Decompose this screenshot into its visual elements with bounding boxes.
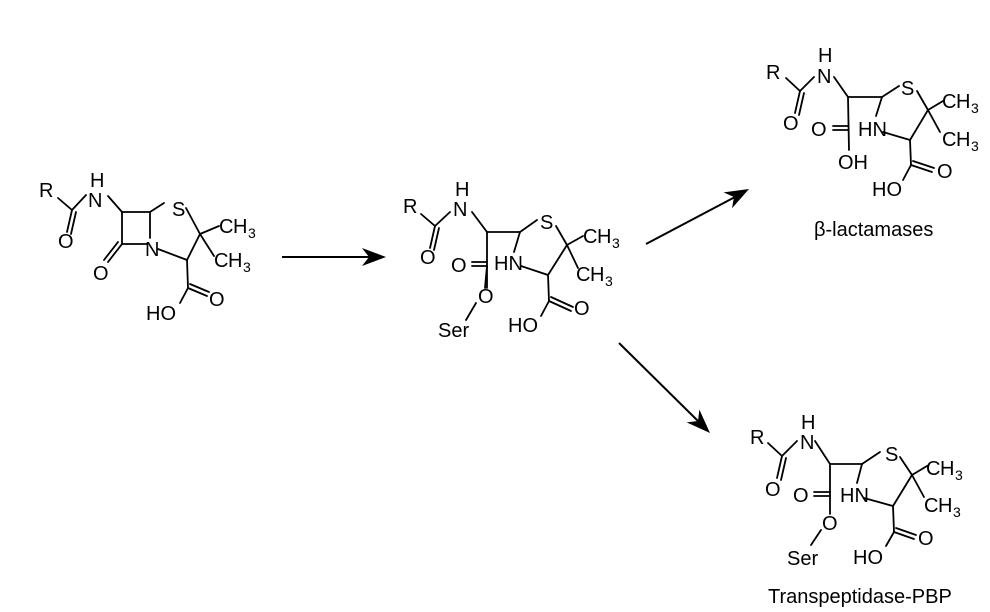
- atom-ho: HO: [146, 303, 176, 325]
- atom-o: O: [574, 298, 590, 320]
- atom-h: H: [956, 129, 970, 151]
- atom-hn: HN: [494, 253, 523, 275]
- atom-h: H: [938, 495, 952, 517]
- subscript-3: 3: [605, 273, 613, 289]
- atom-n: N: [88, 190, 102, 212]
- intermediate-labels: R H N O O S C H 3 HN C H 3 O O HO Ser: [403, 179, 620, 342]
- atom-c: C: [214, 250, 228, 272]
- atom-h: H: [233, 216, 247, 238]
- subscript-3: 3: [955, 467, 963, 483]
- atom-c: C: [942, 129, 956, 151]
- atom-s: S: [540, 212, 553, 234]
- atom-ho: HO: [853, 547, 883, 569]
- atom-o: O: [93, 263, 109, 285]
- hydrolysed-product-structure: [785, 76, 944, 181]
- atom-o: O: [58, 231, 74, 253]
- atom-hn: HN: [840, 485, 869, 507]
- atom-ho: HO: [508, 315, 538, 337]
- atom-o: O: [478, 286, 494, 308]
- subscript-3: 3: [612, 235, 620, 251]
- subscript-3: 3: [248, 225, 256, 241]
- atom-c: C: [583, 226, 597, 248]
- transpeptidase-pbp-label: Transpeptidase-PBP: [768, 586, 952, 608]
- atom-h: H: [90, 170, 104, 192]
- atom-o: O: [783, 113, 799, 135]
- atom-o: O: [765, 479, 781, 501]
- acyl-enzyme-product-labels: R H N S C H 3 O O HN C H 3 O O HO Ser: [750, 412, 963, 570]
- subscript-3: 3: [971, 138, 979, 154]
- atom-o: O: [918, 528, 934, 550]
- atom-r: R: [750, 427, 764, 449]
- atom-r: R: [403, 196, 417, 218]
- atom-c: C: [576, 264, 590, 286]
- penicillin-structure: [57, 194, 220, 304]
- intermediate-structure: [420, 211, 584, 321]
- atom-hn: HN: [858, 119, 887, 141]
- atom-h: H: [590, 264, 604, 286]
- atom-ser: Ser: [438, 320, 469, 342]
- atom-r: R: [766, 62, 780, 84]
- atom-s: S: [901, 78, 914, 100]
- atom-n: N: [145, 239, 159, 261]
- atom-oh: OH: [838, 152, 868, 174]
- atom-c: C: [926, 458, 940, 480]
- atom-h: H: [801, 412, 815, 434]
- atom-h: H: [956, 91, 970, 113]
- atom-h: H: [940, 458, 954, 480]
- atom-o: O: [451, 255, 467, 277]
- acyl-enzyme-product-structure: [767, 440, 928, 547]
- atom-o: O: [937, 161, 953, 183]
- reaction-arrow-3: [618, 342, 717, 440]
- atom-o: O: [793, 485, 809, 507]
- atom-o: O: [420, 247, 436, 269]
- penicillin-labels: R H N O S C H 3 N O C H 3 O HO: [39, 170, 256, 325]
- atom-h: H: [597, 226, 611, 248]
- atom-n: N: [800, 432, 814, 454]
- atom-c: C: [942, 91, 956, 113]
- atom-ser: Ser: [787, 548, 818, 570]
- atom-h: H: [228, 250, 242, 272]
- atom-h: H: [818, 45, 832, 67]
- reaction-arrow-2: [645, 181, 754, 245]
- atom-o: O: [822, 513, 838, 535]
- atom-c: C: [219, 216, 233, 238]
- atom-s: S: [885, 444, 898, 466]
- atom-o: O: [209, 289, 225, 311]
- subscript-3: 3: [971, 100, 979, 116]
- atom-ho: HO: [872, 179, 902, 201]
- subscript-3: 3: [953, 504, 961, 520]
- atom-c: C: [924, 495, 938, 517]
- beta-lactamases-label: β-lactamases: [814, 219, 933, 241]
- atom-s: S: [172, 199, 185, 221]
- atom-o: O: [811, 119, 827, 141]
- reaction-arrow-1: [282, 248, 386, 266]
- atom-n: N: [817, 66, 831, 88]
- subscript-3: 3: [243, 259, 251, 275]
- atom-n: N: [453, 199, 467, 221]
- atom-r: R: [39, 180, 53, 202]
- atom-h: H: [455, 179, 469, 201]
- hydrolysed-product-labels: R H N S C H 3 O O HN C H 3 OH O HO: [766, 45, 979, 201]
